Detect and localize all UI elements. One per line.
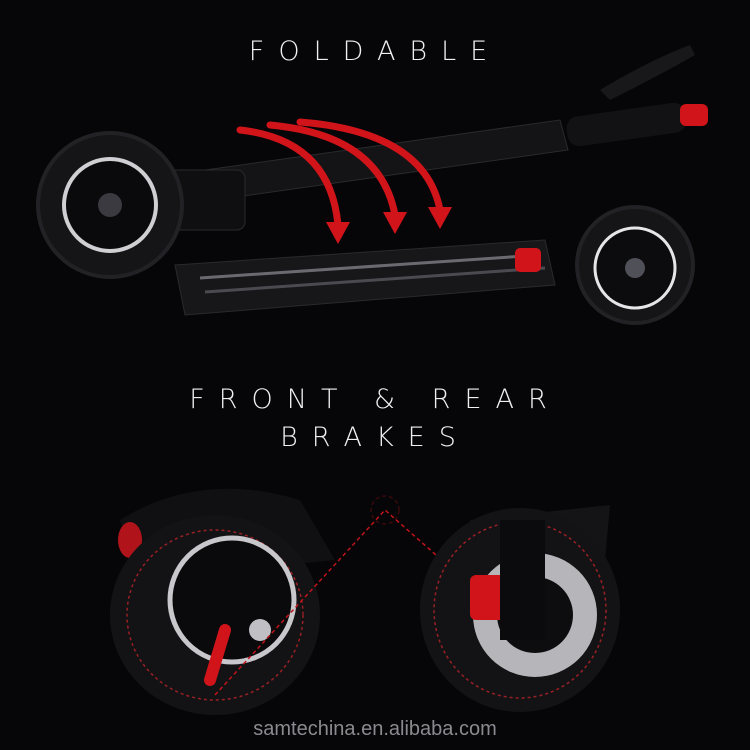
dashed-connector <box>214 495 471 696</box>
red-caliper <box>470 575 508 620</box>
watermark: samtechina.en.alibaba.com <box>253 718 497 740</box>
foldable-heading: FOLDABLE <box>248 36 502 67</box>
fold-arrows <box>236 118 444 229</box>
red-grip-clamp <box>680 104 708 126</box>
front-brake-wheel <box>420 505 620 712</box>
front-wheel <box>36 131 184 279</box>
brakes-heading-line1: FRONT & REAR <box>189 384 561 415</box>
rear-wheel <box>575 205 695 325</box>
arrow-heads <box>326 207 452 244</box>
rear-brake-wheel <box>110 488 335 715</box>
brakes-heading-line2: BRAKES <box>280 422 470 453</box>
